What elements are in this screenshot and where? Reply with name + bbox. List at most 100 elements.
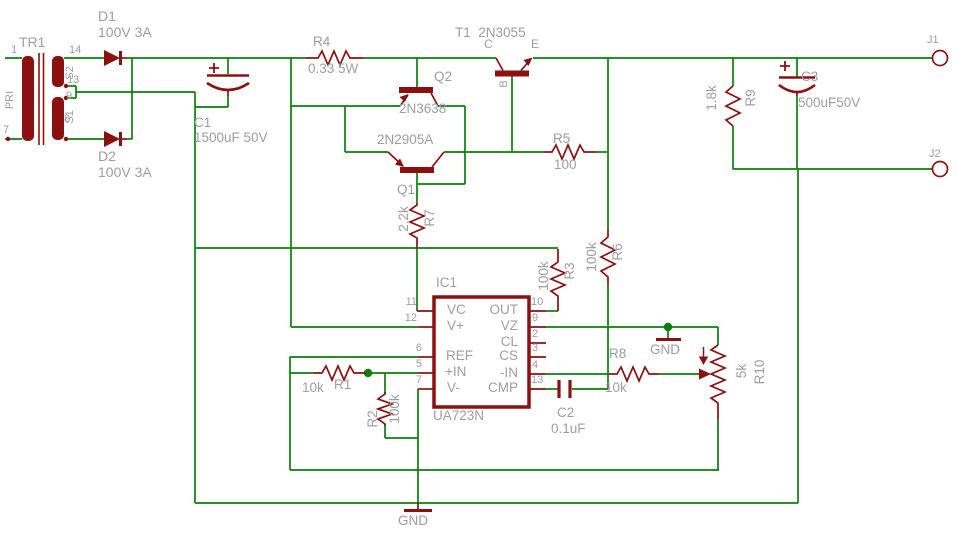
resistor-r9-symbol[interactable] xyxy=(724,85,742,127)
label-ic1-pin4: 4 xyxy=(532,359,539,371)
label-tr1-pin7: 7 xyxy=(3,124,10,136)
label-ic1-pin2: 2 xyxy=(532,328,539,340)
capacitor-c1-symbol[interactable] xyxy=(206,63,250,96)
transformer-tr1-symbol[interactable] xyxy=(5,53,69,145)
label-tr1-pin14: 14 xyxy=(69,44,82,56)
ic1-symbol[interactable] xyxy=(417,295,546,409)
label-tr1-s1: S1 xyxy=(64,110,77,124)
label-r7-value: 2.2k xyxy=(395,206,411,232)
resistor-r4-symbol[interactable] xyxy=(306,48,364,68)
label-ic1-out: OUT xyxy=(489,302,519,317)
capacitor-c2-symbol[interactable] xyxy=(557,380,572,398)
label-tr1-ref: TR1 xyxy=(19,34,46,50)
label-ic1-pin7: 7 xyxy=(415,374,422,386)
label-q2-ref: Q2 xyxy=(434,69,453,84)
label-ic1-pin11: 11 xyxy=(405,296,417,308)
label-ic1-pin5: 5 xyxy=(415,358,422,370)
label-r10-value: 5k xyxy=(733,363,749,379)
ground-bottom-symbol[interactable] xyxy=(404,503,432,512)
label-t1-b: B xyxy=(498,80,511,88)
label-ic1-vminus: V- xyxy=(447,380,460,395)
label-r6-ref: R6 xyxy=(609,243,625,261)
label-t1-e: E xyxy=(531,37,540,51)
resistor-r5-symbol[interactable] xyxy=(544,142,596,162)
label-tr1-pin13: 13 xyxy=(67,74,80,86)
label-j2: J2 xyxy=(929,148,941,160)
label-tr1-pin9: 9 xyxy=(66,90,73,102)
label-ic1-ref: IC1 xyxy=(436,275,458,290)
label-ic1-cl: CL xyxy=(500,334,518,349)
label-ic1-cmp: CMP xyxy=(488,380,518,395)
label-t1-c: C xyxy=(484,37,493,51)
label-r5-value: 100 xyxy=(554,157,577,172)
label-d1-ref: D1 xyxy=(98,8,116,24)
label-c2-value: 0.1uF xyxy=(551,421,586,436)
potentiometer-r10-symbol[interactable] xyxy=(698,344,728,420)
label-r3-value: 100k xyxy=(535,261,551,291)
label-q1-ref: Q1 xyxy=(397,182,416,197)
label-gnd-bottom: GND xyxy=(398,513,428,528)
label-r2-value: 100k xyxy=(386,394,402,424)
label-tr1-pin8: 8 xyxy=(64,113,71,125)
label-tr1-s2: S2 xyxy=(64,66,77,80)
label-ic1-vc: VC xyxy=(447,302,466,317)
label-r5-ref: R5 xyxy=(553,131,571,146)
label-ic1-pin6: 6 xyxy=(415,342,422,354)
wire-segments xyxy=(5,57,932,504)
label-r7-ref: R7 xyxy=(421,209,437,227)
label-ic1-cs: CS xyxy=(499,348,518,363)
label-r3-ref: R3 xyxy=(561,262,577,280)
label-c1-ref: C1 xyxy=(194,115,212,130)
junction-dots xyxy=(363,322,673,378)
resistor-r1-symbol[interactable] xyxy=(314,363,366,383)
resistor-r3-symbol[interactable] xyxy=(548,249,568,311)
label-ic1-vplus: V+ xyxy=(447,318,464,333)
label-r8-value: 10k xyxy=(605,380,627,395)
label-tr1-pin1: 1 xyxy=(11,44,18,56)
label-r8-ref: R8 xyxy=(609,346,627,361)
label-r2-ref: R2 xyxy=(364,410,380,428)
label-d1-value: 100V 3A xyxy=(98,24,152,40)
label-ic1-ref-pin: REF xyxy=(446,348,473,363)
label-r9-ref: R9 xyxy=(742,89,758,107)
transistor-t1-symbol[interactable] xyxy=(495,57,533,77)
resistor-r2-symbol[interactable] xyxy=(375,392,395,426)
connector-j1-pad[interactable] xyxy=(931,49,949,67)
label-ic1-pin9: 9 xyxy=(532,312,539,324)
connector-j2-pad[interactable] xyxy=(931,160,949,178)
diode-d1-symbol[interactable] xyxy=(104,50,127,66)
label-ic1-plusin: +IN xyxy=(445,364,467,379)
label-c3-value: 500uF50V xyxy=(798,95,861,110)
label-d2-value: 100V 3A xyxy=(98,164,152,180)
label-t1-ref-value: T1 2N3055 xyxy=(455,25,526,40)
resistor-r6-symbol[interactable] xyxy=(599,229,617,285)
label-c2-ref: C2 xyxy=(557,405,575,420)
label-ic1-value: UA723N xyxy=(433,408,485,423)
label-j1: J1 xyxy=(927,34,939,46)
label-tr1-pri: PRI xyxy=(4,90,17,110)
label-ic1-pin13: 13 xyxy=(531,374,544,386)
label-r4-value: 0.33 5W xyxy=(308,61,359,76)
transistor-q1-symbol[interactable] xyxy=(387,151,445,173)
label-r1-ref: R1 xyxy=(334,377,352,392)
label-r1-value: 10k xyxy=(302,380,324,395)
transistor-q2-symbol[interactable] xyxy=(399,87,439,107)
label-d2-ref: D2 xyxy=(98,148,116,164)
label-c1-value: 1500uF 50V xyxy=(194,130,268,145)
diode-d2-symbol[interactable] xyxy=(104,131,127,147)
label-ic1-minusin: -IN xyxy=(500,365,518,380)
label-ic1-pin3: 3 xyxy=(532,342,539,354)
label-q1-value: 2N2905A xyxy=(377,132,434,147)
resistor-r8-symbol[interactable] xyxy=(609,364,659,384)
resistor-r7-symbol[interactable] xyxy=(407,203,427,249)
label-r6-value: 100k xyxy=(583,242,599,272)
label-r9-value: 1.8k xyxy=(703,85,719,111)
capacitor-c3-symbol[interactable] xyxy=(778,61,816,96)
label-ic1-pin12: 12 xyxy=(404,312,417,324)
label-gnd-mid: GND xyxy=(650,342,680,357)
label-ic1-vz: VZ xyxy=(500,318,518,333)
label-ic1-pin10: 10 xyxy=(531,296,544,308)
label-r4-ref: R4 xyxy=(313,34,331,49)
